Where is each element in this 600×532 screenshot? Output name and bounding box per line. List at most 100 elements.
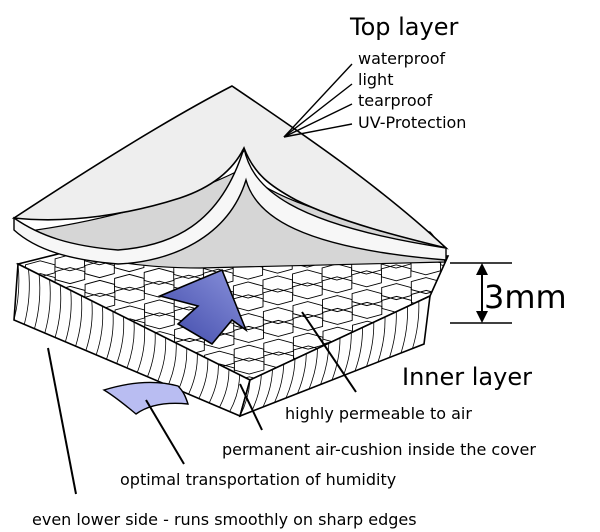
callout-lower-side: even lower side - runs smoothly on sharp… <box>32 510 417 529</box>
callout-air-cushion: permanent air-cushion inside the cover <box>222 440 536 459</box>
honeycomb-cell <box>18 250 26 265</box>
honeycomb-cell <box>380 138 410 154</box>
honeycomb-cell <box>441 347 448 365</box>
honeycomb-cell <box>499 165 528 181</box>
honeycomb-cell <box>500 260 530 276</box>
honeycomb-cell <box>440 283 448 301</box>
honeycomb-cell <box>501 336 530 352</box>
callout-permeable: highly permeable to air <box>285 404 472 423</box>
right-cell-wall <box>308 348 318 390</box>
front-cell-wall <box>54 285 62 338</box>
honeycomb-cell <box>559 229 588 245</box>
right-cell-wall <box>412 301 420 349</box>
humidity-flow-arrow <box>102 381 190 415</box>
honeycomb-cell <box>440 177 470 193</box>
honeycomb-cell <box>589 242 600 258</box>
honeycomb-cell <box>472 342 501 358</box>
right-cell-wall <box>377 316 386 363</box>
property-light: light <box>358 70 393 89</box>
honeycomb-cell <box>531 348 560 364</box>
honeycomb-cell <box>589 254 600 270</box>
thickness-label: 3mm <box>484 278 567 316</box>
right-cell-wall <box>343 332 352 376</box>
leader-lines <box>47 63 357 495</box>
honeycomb-cell <box>500 228 529 244</box>
honeycomb-cell <box>380 157 410 173</box>
front-cell-wall <box>219 369 230 408</box>
honeycomb-cell <box>440 221 470 237</box>
honeycomb-cell <box>499 178 528 194</box>
honeycomb-cell <box>530 254 560 270</box>
honeycomb-cell <box>470 215 500 231</box>
property-tearproof: tearproof <box>358 91 432 110</box>
front-cell-wall <box>126 321 135 369</box>
honeycomb-cell <box>469 184 498 200</box>
honeycomb-cell <box>24 179 54 195</box>
honeycomb-cell <box>18 250 26 252</box>
right-cell-wall <box>320 343 330 385</box>
honeycomb-cell <box>499 209 528 225</box>
right-cell-wall <box>389 311 397 358</box>
right-cell-wall <box>400 306 408 354</box>
thickness-dimension <box>450 262 512 324</box>
honeycomb-cell <box>441 334 448 352</box>
front-cell-wall <box>85 300 93 351</box>
honeycomb-cell <box>440 302 448 320</box>
honeycomb-cell <box>470 247 500 263</box>
honeycomb-cell <box>440 208 470 224</box>
honeycomb-cell <box>559 248 588 264</box>
honeycomb-cell <box>441 315 448 333</box>
top-layer-title: Top layer <box>349 13 458 41</box>
property-uv-protection: UV-Protection <box>358 113 466 132</box>
front-cell-wall <box>157 337 167 382</box>
front-cell-wall <box>178 348 188 390</box>
honeycomb-cell <box>146 408 176 424</box>
honeycomb-cell <box>500 241 530 257</box>
honeycomb-cell <box>439 145 468 161</box>
honeycomb-cell <box>440 190 470 206</box>
right-cell-wall <box>262 369 273 408</box>
honeycomb-cell <box>529 203 558 219</box>
honeycomb-cell <box>589 273 600 289</box>
honeycomb-cell <box>530 317 560 333</box>
honeycomb-cell <box>529 222 558 238</box>
honeycomb-cell <box>470 234 500 250</box>
honeycomb-cell <box>471 329 500 345</box>
honeycomb-cell <box>590 305 600 321</box>
honeycomb-cell <box>529 190 558 206</box>
honeycomb-cell <box>469 152 498 168</box>
honeycomb-cell <box>440 271 448 289</box>
air-flow-arrow <box>157 268 248 346</box>
right-cell-wall <box>331 337 341 381</box>
honeycomb-cell <box>350 144 380 160</box>
honeycomb-cell <box>206 414 235 430</box>
honeycomb-cell <box>353 384 382 400</box>
front-cell-wall <box>198 358 209 399</box>
front-cell-wall <box>116 316 125 364</box>
top-layer-rim <box>13 147 447 265</box>
front-cell-wall <box>65 290 72 342</box>
honeycomb-cell <box>380 170 410 186</box>
honeycomb-cell <box>559 216 588 232</box>
honeycomb-cell <box>350 132 380 148</box>
front-cell-wall <box>75 295 83 347</box>
honeycomb-cell <box>501 323 530 339</box>
inner-layer-title: Inner layer <box>402 363 532 391</box>
front-cell-wall <box>106 311 114 360</box>
front-cell-wall <box>23 269 30 325</box>
right-cell-wall <box>366 322 375 367</box>
front-cell-wall <box>167 343 177 386</box>
honeycomb-cell <box>0 185 24 201</box>
right-cell-wall <box>354 327 363 372</box>
front-cell-wall <box>188 353 198 395</box>
honeycomb-cell <box>529 235 558 251</box>
honeycomb-cell <box>590 318 600 334</box>
right-cell-wall <box>285 358 296 399</box>
front-cell-wall <box>44 279 51 334</box>
honeycomb-cell <box>559 260 588 276</box>
right-cell-walls <box>240 296 430 416</box>
honeycomb-cell <box>439 158 468 174</box>
right-cell-wall <box>297 353 307 394</box>
honeycomb-cell <box>531 330 560 346</box>
right-cell-wall <box>274 364 285 403</box>
